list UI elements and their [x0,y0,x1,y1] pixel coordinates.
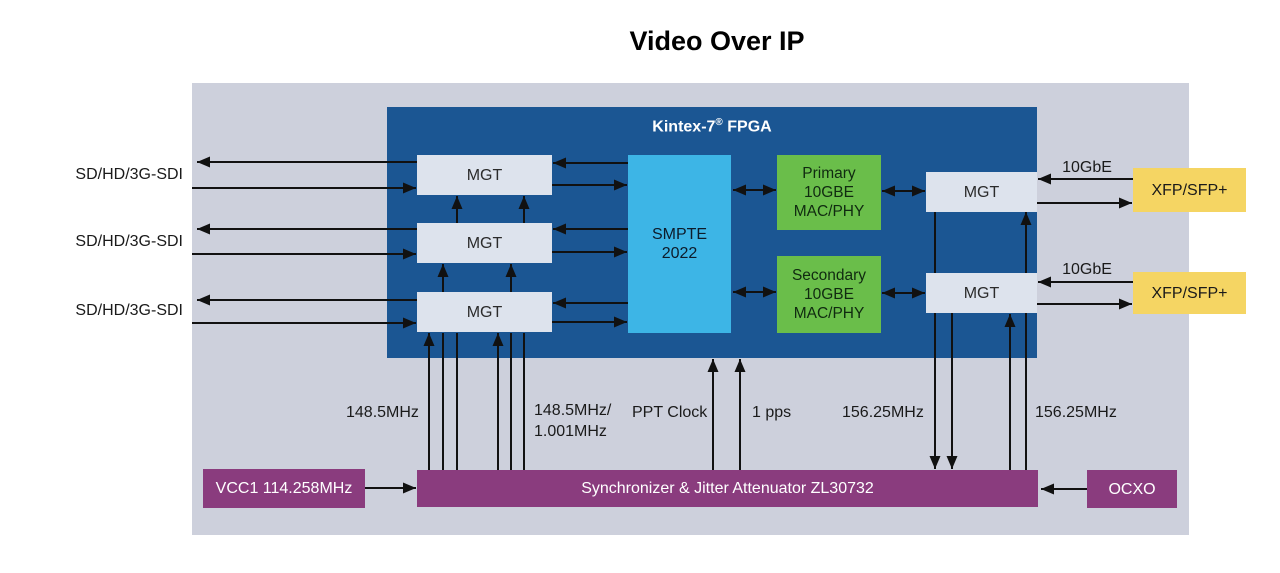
vcc1-label: VCC1 114.258MHz [215,480,353,497]
mgt-label: MGT [963,183,1000,201]
smpte-2022-block: SMPTE 2022 [628,155,731,333]
ocxo-label: OCXO [1108,480,1156,498]
fpga-label: Kintex-7® FPGA [387,117,1037,136]
label-clock-148-5-alt: 148.5MHz/ 1.001MHz [534,400,611,442]
xfp-sfp-block-1: XFP/SFP+ [1133,168,1246,212]
diagram-title: Video Over IP [629,26,805,56]
label-sdi-3: SD/HD/3G-SDI [75,302,183,319]
label-sdi-2: SD/HD/3G-SDI [75,233,183,250]
ocxo-block: OCXO [1087,470,1177,508]
label-clock-156-25-left: 156.25MHz [842,404,924,421]
secondary-mac-line1: Secondary [791,267,867,284]
fpga-name: Kintex-7 [652,118,716,136]
mgt-block-left-1: MGT [417,155,552,195]
label-sdi-1: SD/HD/3G-SDI [75,166,183,183]
mgt-label: MGT [466,166,503,184]
mgt-label: MGT [963,284,1000,302]
registered-mark: ® [715,117,723,128]
mgt-block-left-2: MGT [417,223,552,263]
secondary-mac-line3: MAC/PHY [793,305,865,322]
mgt-block-left-3: MGT [417,292,552,332]
primary-mac-line3: MAC/PHY [793,203,865,220]
label-clock-156-25-right: 156.25MHz [1035,404,1117,421]
xfp-label: XFP/SFP+ [1151,284,1228,302]
mgt-block-right-1: MGT [926,172,1037,212]
mgt-smpte-arrows [552,157,628,328]
mgt-block-right-2: MGT [926,273,1037,313]
synchronizer-block: Synchronizer & Jitter Attenuator ZL30732 [417,470,1038,507]
mgt-label: MGT [466,234,503,252]
fpga-suffix: FPGA [722,118,772,136]
label-clock-148-5-alt-line1: 148.5MHz/ [534,402,612,419]
primary-mac-line2: 10GBE [804,184,854,201]
primary-mac-phy-block: Primary 10GBE MAC/PHY [777,155,881,230]
label-10gbe-1: 10GbE [1062,159,1112,176]
mgt-label: MGT [466,303,503,321]
clock-lines-right [929,212,1032,470]
label-ppt-clock: PPT Clock [632,404,708,421]
sdi-arrows [192,156,417,329]
clock-lines-left [423,196,746,470]
tengbe-arrows [1037,173,1133,310]
synchronizer-label: Synchronizer & Jitter Attenuator ZL30732 [581,480,874,497]
vcc1-oscillator-block: VCC1 114.258MHz [203,469,365,508]
mac-bidirectional-arrows [733,184,925,299]
label-clock-148-5: 148.5MHz [346,404,419,421]
smpte-line2: 2022 [661,245,698,262]
secondary-mac-line2: 10GBE [804,286,854,303]
label-10gbe-2: 10GbE [1062,261,1112,278]
xfp-label: XFP/SFP+ [1151,181,1228,199]
label-clock-148-5-alt-line2: 1.001MHz [534,423,607,440]
primary-mac-line1: Primary [802,165,856,182]
oscillator-arrows [365,482,1087,495]
xfp-sfp-block-2: XFP/SFP+ [1133,272,1246,314]
label-1pps: 1 pps [752,404,792,421]
smpte-line1: SMPTE [651,226,708,243]
secondary-mac-phy-block: Secondary 10GBE MAC/PHY [777,256,881,333]
